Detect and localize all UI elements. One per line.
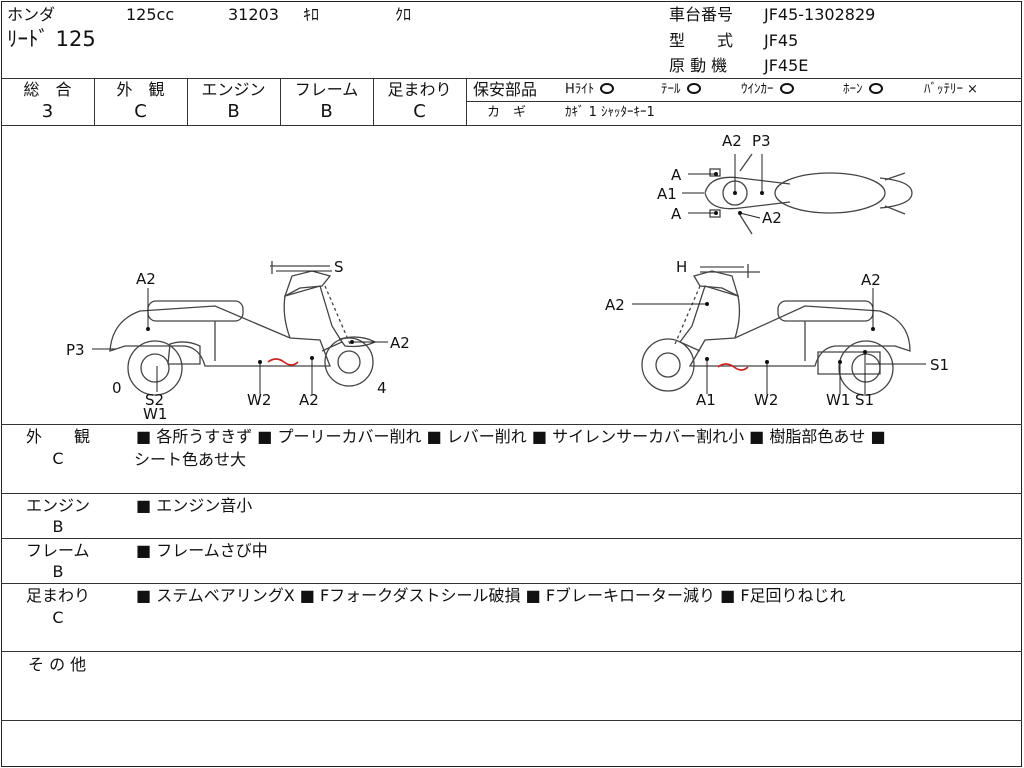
model-name: ﾘｰﾄﾞ 125 — [7, 27, 96, 51]
top-label-a-top: A — [671, 166, 682, 184]
safety-item-winker: ｳｲﾝｶｰ — [741, 82, 794, 98]
grade-exterior-label: 外 観 — [116, 80, 165, 99]
top-label-a-bottom: A — [671, 205, 682, 223]
remark-exterior-label: 外 観 — [26, 427, 91, 446]
left-label-zero: 0 — [112, 379, 122, 397]
left-label-w2: W2 — [247, 391, 271, 409]
right-label-a1: A1 — [696, 391, 716, 409]
scooter-diagram: A2 S P3 A2 0 S2 W1 W2 A2 4 H A2 A2 S1 A1… — [66, 132, 949, 423]
remark-exterior-grade: C — [52, 449, 64, 468]
circle-mark-icon — [600, 83, 615, 94]
safety-item-label: ﾊﾞｯﾃﾘｰ — [924, 82, 963, 97]
type-label: 型 式 — [669, 31, 734, 50]
safety-item-label: ﾎｰﾝ — [843, 82, 863, 97]
engine-value: JF45E — [764, 56, 809, 75]
mileage: 31203 — [228, 5, 279, 24]
grade-total-label: 総 合 — [23, 80, 72, 99]
right-label-s1: S1 — [930, 356, 949, 374]
right-label-w1: W1 — [826, 391, 850, 409]
left-scooter-drawing — [109, 261, 377, 396]
grade-engine-label: エンジン — [201, 80, 266, 99]
remark-frame-grade: B — [52, 562, 64, 581]
safety-item-label: ﾃｰﾙ — [661, 82, 681, 97]
left-label-a2-front: A2 — [390, 334, 410, 352]
key-label: カ ギ — [487, 105, 527, 120]
maker: ホンダ — [7, 5, 56, 24]
safety-item-headlight: Hﾗｲﾄ — [565, 82, 615, 98]
grade-suspension-value: C — [413, 101, 426, 122]
top-label-a1: A1 — [657, 185, 677, 203]
damage-mark-right — [717, 363, 749, 371]
top-label-a2: A2 — [722, 132, 742, 150]
remark-suspension-label: 足まわり — [26, 586, 91, 605]
left-label-s2: S2 — [145, 391, 164, 409]
right-label-a2-side: A2 — [605, 296, 625, 314]
key-value: ｶｷﾞ 1 ｼｬｯﾀｰｷｰ1 — [565, 105, 655, 120]
type-value: JF45 — [764, 31, 799, 50]
right-label-a2-top: A2 — [861, 271, 881, 289]
circle-mark-icon — [686, 83, 701, 94]
circle-mark-icon — [779, 83, 794, 94]
frame-no: JF45-1302829 — [764, 5, 876, 24]
left-label-four: 4 — [377, 379, 387, 397]
mileage-unit: ｷﾛ — [303, 5, 320, 24]
top-label-a2-low: A2 — [762, 209, 782, 227]
remark-suspension-line-1: ■ ステムベアリングX ■ Fフォークダストシール破損 ■ Fブレーキローター減… — [136, 586, 846, 605]
right-scooter-drawing — [641, 264, 911, 396]
left-label-p3: P3 — [66, 341, 85, 359]
left-label-s: S — [334, 258, 344, 276]
safety-item-label: Hﾗｲﾄ — [565, 82, 595, 97]
right-label-w2: W2 — [754, 391, 778, 409]
displacement: 125cc — [126, 5, 175, 24]
body-color: ｸﾛ — [395, 5, 412, 24]
top-view-drawing — [704, 153, 913, 235]
engine-label: 原 動 機 — [669, 56, 728, 75]
left-label-w1: W1 — [143, 405, 167, 423]
grade-frame-label: フレーム — [294, 80, 359, 99]
remark-engine-label: エンジン — [26, 496, 91, 515]
top-label-p3: P3 — [752, 132, 771, 150]
remark-suspension-grade: C — [52, 608, 64, 627]
cross-mark-icon: × — [967, 82, 978, 97]
left-label-a2-bottom: A2 — [299, 391, 319, 409]
remark-engine-line-1: ■ エンジン音小 — [136, 496, 253, 515]
safety-item-horn: ﾎｰﾝ — [843, 82, 883, 98]
safety-item-battery: ﾊﾞｯﾃﾘｰ × — [924, 82, 978, 98]
remark-engine-grade: B — [52, 517, 64, 536]
grade-exterior-value: C — [134, 101, 147, 122]
safety-title: 保安部品 — [473, 80, 538, 99]
remark-frame-line-1: ■ フレームさび中 — [136, 541, 268, 560]
grade-total-value: 3 — [41, 101, 54, 122]
grade-suspension-label: 足まわり — [387, 80, 452, 99]
safety-item-tail: ﾃｰﾙ — [661, 82, 701, 98]
damage-mark-left — [267, 358, 299, 366]
right-label-s1-bottom: S1 — [855, 391, 874, 409]
frame-no-label: 車台番号 — [669, 5, 734, 24]
grade-frame-value: B — [320, 101, 333, 122]
grade-engine-value: B — [227, 101, 240, 122]
remark-exterior-line-2: シート色あせ大 — [134, 450, 247, 469]
remark-exterior-line-1: ■ 各所うすきず ■ プーリーカバー削れ ■ レバー削れ ■ サイレンサーカバー… — [136, 427, 886, 446]
remark-frame-label: フレーム — [26, 541, 90, 560]
left-label-a2: A2 — [136, 270, 156, 288]
circle-mark-icon — [868, 83, 883, 94]
safety-item-label: ｳｲﾝｶｰ — [741, 82, 774, 97]
remark-other-label: そ の 他 — [28, 655, 87, 674]
right-label-h: H — [676, 258, 687, 276]
